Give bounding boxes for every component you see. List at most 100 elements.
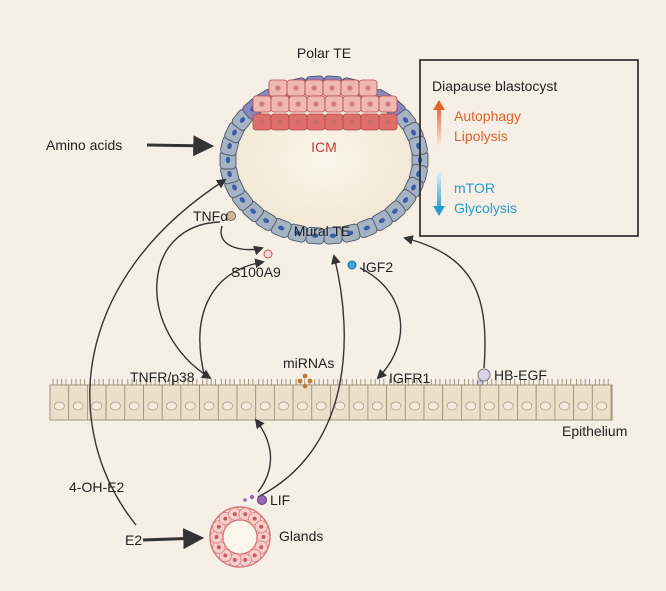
epithelial-cell [517, 379, 537, 421]
epithelial-cell [292, 379, 313, 421]
hbegf-to-blastocyst-arrow [403, 235, 486, 369]
igfr1-label: IGFR1 [389, 370, 430, 386]
legend-down-item-2: Glycolysis [454, 200, 517, 216]
icm-cell [286, 79, 306, 97]
icm-cell [324, 113, 344, 131]
hb-egf-dot-icon [477, 368, 491, 382]
labels: Polar TE ICM Mural TE Amino acids TNFα S… [46, 45, 627, 548]
blastocyst [219, 75, 429, 245]
legend-up-item-1: Autophagy [454, 108, 521, 124]
epithelial-cell [87, 379, 107, 421]
lif-to-blastocyst-arrow [257, 254, 345, 498]
epithelial-cell [442, 379, 462, 421]
te-cell [270, 217, 292, 239]
icm-cell [342, 113, 362, 131]
e2-label: E2 [125, 532, 142, 548]
amino-acids-label: Amino acids [46, 137, 122, 153]
icm-cell [252, 113, 272, 131]
tnfr-p38-label: TNFR/p38 [130, 369, 195, 385]
up-arrow-icon [433, 100, 445, 110]
legend-down-item-1: mTOR [454, 180, 495, 196]
epithelial-cell [199, 379, 219, 421]
down-gradient-bar [437, 172, 441, 210]
legend-up-item-2: Lipolysis [454, 128, 508, 144]
icm-cell [360, 95, 380, 113]
up-gradient-bar [437, 105, 441, 145]
epithelium-label: Epithelium [562, 423, 627, 439]
epithelial-cell [330, 379, 350, 421]
epithelial-cell [367, 379, 387, 421]
s100a9-dot-icon [263, 249, 273, 259]
epithelial-cell [143, 379, 163, 421]
oh-e2-arrow [89, 178, 227, 526]
epithelium-layer [49, 379, 613, 421]
icm-cell [378, 113, 398, 131]
tnfa-to-s100a9-arrow [220, 225, 264, 256]
epithelial-cell [554, 379, 575, 421]
legend-box: Diapause blastocyst Autophagy Lipolysis … [419, 59, 639, 237]
lif-to-epithelium-arrow [254, 418, 272, 493]
glands-label: Glands [279, 528, 323, 544]
tnfa-label: TNFα [193, 208, 228, 224]
epithelial-cell [236, 379, 257, 421]
epithelial-cell [479, 379, 500, 421]
epithelial-cell [404, 379, 425, 421]
te-cell [356, 217, 378, 239]
icm-cell [322, 79, 342, 97]
polar-te-label: Polar TE [297, 45, 351, 61]
epithelial-cell [591, 379, 612, 421]
signal-arrows [89, 135, 486, 550]
epithelial-cell [105, 379, 126, 421]
epithelial-cell [460, 379, 481, 421]
epithelial-cell [273, 379, 294, 421]
igf2-dot-icon [347, 260, 357, 270]
lif-dot-icon [257, 495, 267, 505]
icm-cell [252, 95, 272, 113]
icm-cell [270, 95, 290, 113]
icm-cell [268, 79, 288, 97]
epithelial-cell [49, 379, 70, 421]
mural-te-label: Mural TE [294, 223, 351, 239]
epithelial-cell [423, 379, 444, 421]
epithelial-cell [161, 379, 182, 421]
icm-cell [304, 79, 324, 97]
amino-acids-arrow [146, 135, 215, 157]
mirnas-label: miRNAs [283, 355, 334, 371]
icm-cell [360, 113, 380, 131]
tnfa-dot-icon [226, 211, 236, 221]
icm-cell [358, 79, 378, 97]
mirnas-dots-icon [302, 373, 308, 379]
icm-cell [270, 113, 290, 131]
epithelial-cell [573, 379, 593, 421]
oh-e2-label: 4-OH-E2 [69, 479, 124, 495]
icm-cell [324, 95, 344, 113]
lif-label: LIF [270, 492, 290, 508]
te-cell [408, 135, 428, 157]
icm-label: ICM [311, 139, 337, 155]
epithelial-cell [217, 379, 238, 421]
tnfa-to-tnfr-arrow [156, 221, 221, 380]
epithelial-cell [124, 379, 144, 421]
igf2-to-igfr1-arrow [359, 267, 402, 380]
icm-cell [378, 95, 398, 113]
tnfr-to-s100a9-arrow [199, 258, 265, 379]
molecule-markers [226, 211, 491, 505]
epithelial-cell [348, 379, 369, 421]
inner-cell-mass [252, 79, 398, 131]
icm-cell [306, 113, 326, 131]
icm-cell [288, 95, 308, 113]
icm-cell [306, 95, 326, 113]
icm-cell [288, 113, 308, 131]
epithelial-cell [311, 379, 331, 421]
igf2-label: IGF2 [362, 259, 393, 275]
e2-arrow [142, 528, 205, 550]
icm-cell [340, 79, 360, 97]
down-arrow-icon [433, 206, 445, 216]
glands [209, 506, 271, 568]
epithelial-cell [498, 379, 518, 421]
icm-cell [342, 95, 362, 113]
hb-egf-label: HB-EGF [494, 367, 547, 383]
s100a9-label: S100A9 [231, 264, 281, 280]
